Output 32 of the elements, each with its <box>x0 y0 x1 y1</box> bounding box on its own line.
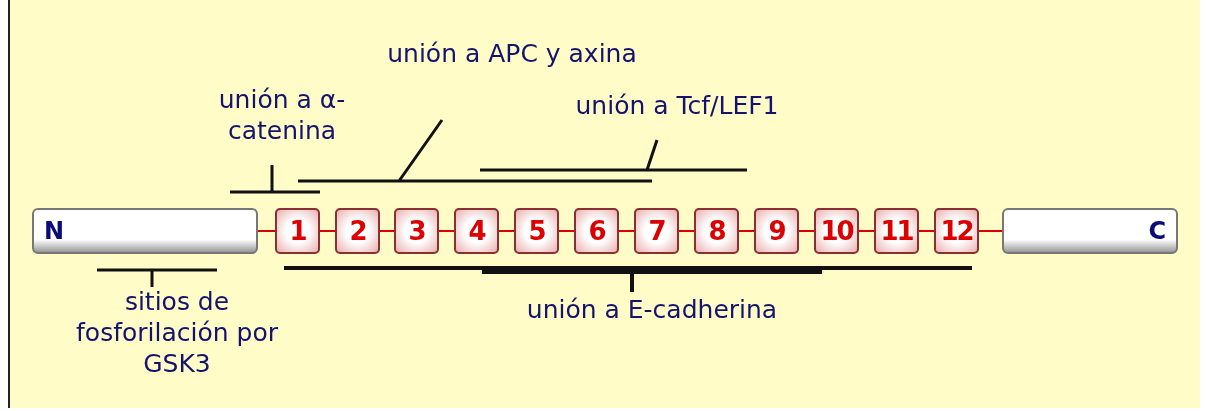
linker-line <box>618 230 635 232</box>
region-label: sitios de fosforilación por GSK3 <box>75 286 279 379</box>
repeat-domain: 7 <box>634 208 679 254</box>
linker-line <box>257 230 276 232</box>
linker-line <box>738 230 755 232</box>
linker-line <box>319 230 336 232</box>
repeat-domain: 10 <box>814 208 859 254</box>
region-label: unión a α-catenina <box>217 84 347 146</box>
linker-line <box>858 230 875 232</box>
linker-line <box>918 230 935 232</box>
linker-line <box>978 230 1003 232</box>
n-terminal-domain: N <box>32 208 258 254</box>
repeat-domain: 6 <box>574 208 619 254</box>
repeat-domain: 2 <box>335 208 380 254</box>
linker-line <box>678 230 695 232</box>
linker-line <box>438 230 455 232</box>
repeat-domain: 5 <box>514 208 559 254</box>
repeat-domain: 4 <box>454 208 499 254</box>
repeat-domain: 12 <box>934 208 979 254</box>
c-terminal-domain: C <box>1002 208 1178 254</box>
repeat-domain: 8 <box>694 208 739 254</box>
repeat-domain: 3 <box>394 208 439 254</box>
repeat-domain: 1 <box>275 208 320 254</box>
repeat-domain: 9 <box>754 208 799 254</box>
region-label: unión a Tcf/LEF1 <box>574 90 780 121</box>
linker-line <box>558 230 575 232</box>
linker-line <box>798 230 815 232</box>
region-label: unión a APC y axina <box>386 38 638 69</box>
region-label: unión a E-cadherina <box>525 294 779 325</box>
linker-line <box>498 230 515 232</box>
repeat-domain: 11 <box>874 208 919 254</box>
linker-line <box>379 230 395 232</box>
